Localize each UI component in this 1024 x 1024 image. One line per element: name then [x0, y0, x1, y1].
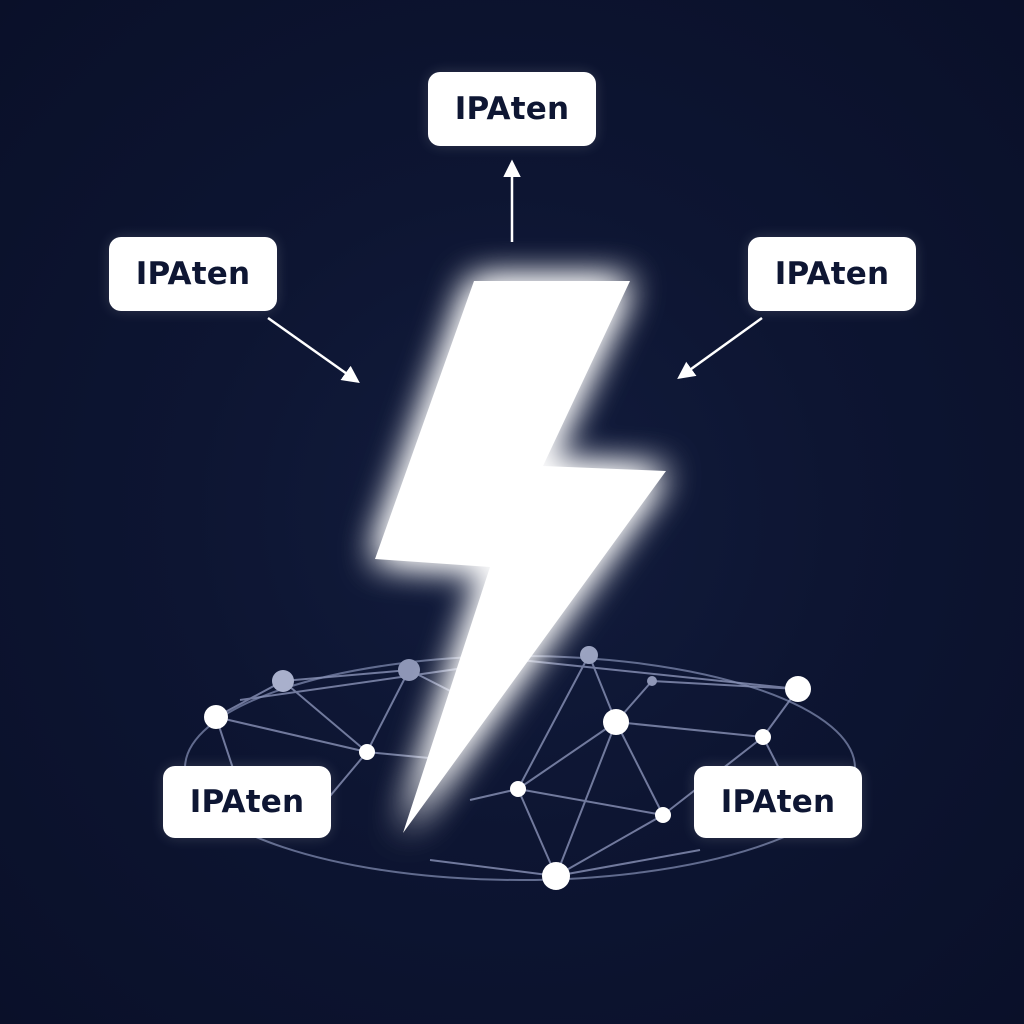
- mesh-node: [580, 646, 598, 664]
- node-label-bottom-left: IPAten: [163, 766, 331, 838]
- mesh-node: [510, 781, 526, 797]
- node-label-text: IPAten: [135, 256, 251, 292]
- mesh-node: [272, 670, 294, 692]
- arrow-left-to-bolt: [267, 316, 360, 384]
- mesh-node: [785, 676, 811, 702]
- mesh-node: [755, 729, 771, 745]
- mesh-node: [647, 676, 657, 686]
- mesh-node: [542, 862, 570, 890]
- arrow-right-to-bolt: [677, 316, 763, 380]
- node-label-text: IPAten: [454, 91, 570, 127]
- node-label-text: IPAten: [720, 784, 836, 820]
- mesh-node: [204, 705, 228, 729]
- mesh-node: [603, 709, 629, 735]
- mesh-node: [655, 807, 671, 823]
- node-label-bottom-right: IPAten: [694, 766, 862, 838]
- node-label-text: IPAten: [189, 784, 305, 820]
- mesh-node: [398, 659, 420, 681]
- node-label-left: IPAten: [109, 237, 277, 311]
- node-label-text: IPAten: [774, 256, 890, 292]
- mesh-nodes: [204, 646, 811, 890]
- node-label-right: IPAten: [748, 237, 916, 311]
- mesh-node: [359, 744, 375, 760]
- node-label-top: IPAten: [428, 72, 596, 146]
- lightning-bolt-icon: [375, 281, 666, 833]
